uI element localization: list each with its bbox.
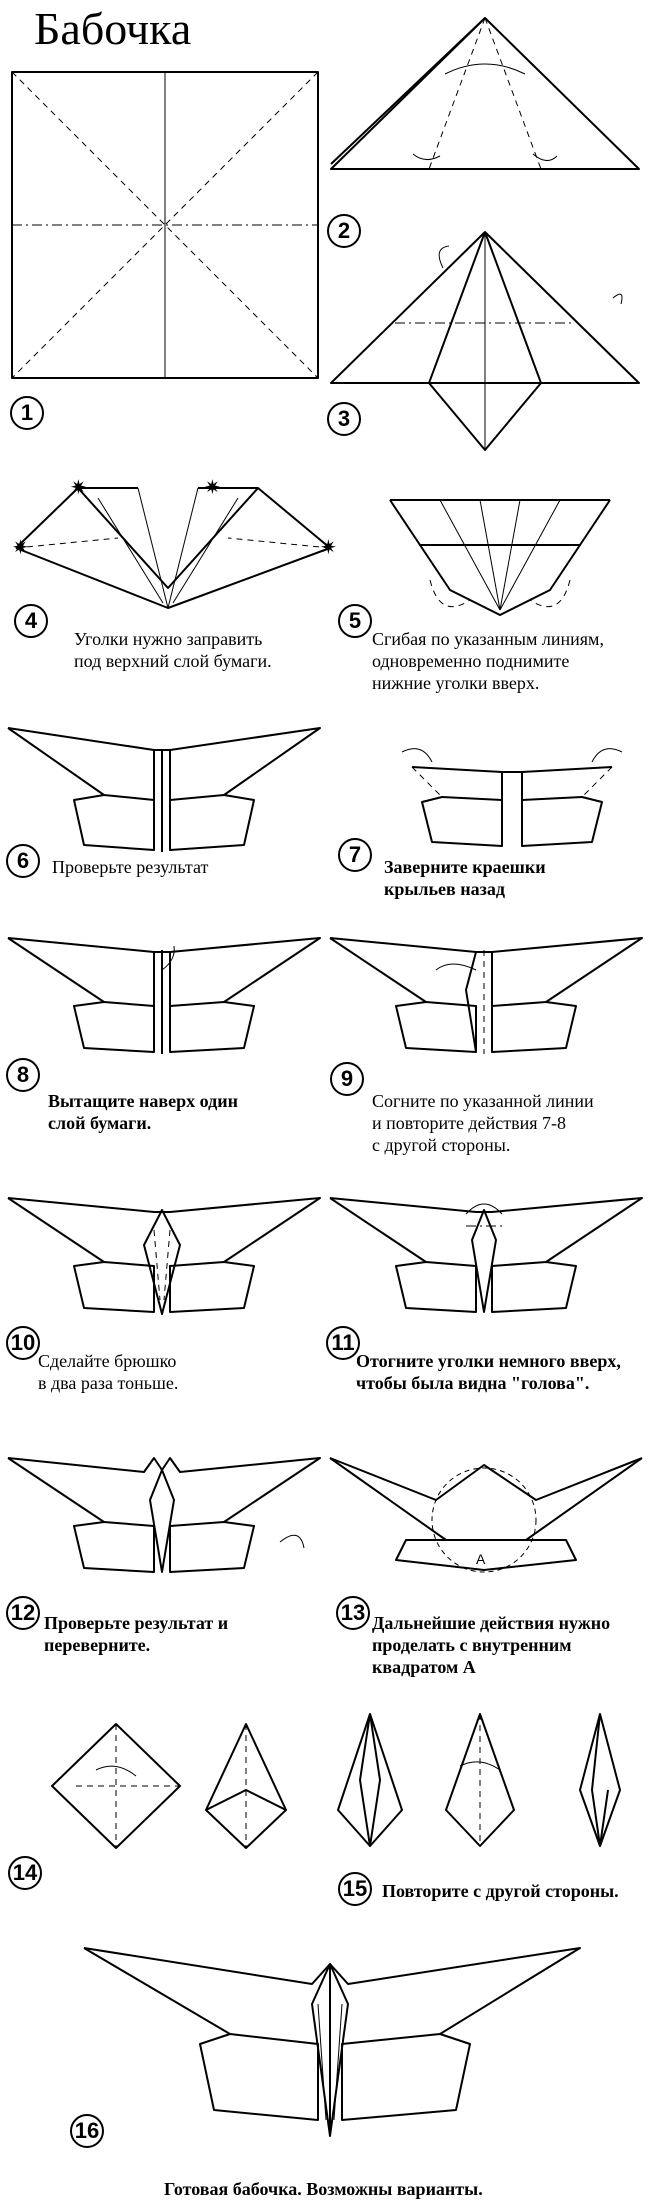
step-13-butterfly-back: A	[329, 1457, 643, 1573]
step-caption: Дальнейшие действия нужно проделать с вн…	[372, 1613, 611, 1677]
step-caption: Сделайте брюшко в два раза тоньше.	[38, 1351, 179, 1393]
step-3-kite-fold	[330, 231, 640, 451]
svg-text:✷: ✷	[320, 535, 337, 559]
step-16-final-butterfly	[83, 1947, 581, 2137]
svg-text:✷: ✷	[70, 475, 87, 499]
step-2-triangle	[330, 17, 640, 170]
svg-text:✷: ✷	[12, 535, 29, 559]
step-number: 13	[336, 1596, 370, 1630]
step-number: 2	[327, 214, 361, 248]
step-5-fold	[389, 499, 611, 616]
step-7-butterfly	[401, 748, 623, 847]
step-caption: Вытащите наверх один слой бумаги.	[48, 1091, 238, 1133]
step-caption: Уголки нужно заправить под верхний слой …	[74, 629, 272, 671]
step-caption: Отогните уголки немного вверх, чтобы был…	[356, 1351, 621, 1393]
step-number: 7	[338, 838, 372, 872]
step-number: 15	[338, 1872, 372, 1906]
step-11-butterfly	[329, 1197, 643, 1313]
step-caption: Проверьте результат и переверните.	[44, 1613, 229, 1655]
step-number: 10	[6, 1326, 40, 1360]
step-6-butterfly	[7, 727, 321, 852]
step-caption: Проверьте результат	[52, 857, 209, 877]
step-10-butterfly	[7, 1197, 321, 1315]
step-number: 3	[327, 402, 361, 436]
label-a: A	[476, 1551, 486, 1567]
step-number: 9	[330, 1062, 364, 1096]
step-number: 4	[14, 604, 48, 638]
step-caption: Согните по указанной линии и повторите д…	[372, 1091, 594, 1155]
step-caption: Готовая бабочка. Возможны варианты.	[164, 2179, 483, 2199]
step-8-butterfly	[7, 937, 321, 1054]
step-number: 16	[70, 2114, 104, 2148]
step-number: 8	[6, 1058, 40, 1092]
step-15-square-fold	[337, 1713, 621, 1847]
step-12-butterfly	[7, 1457, 321, 1573]
page-title: Бабочка	[34, 3, 192, 54]
step-number: 12	[6, 1596, 40, 1630]
step-number: 14	[8, 1856, 42, 1890]
step-caption: Повторите с другой стороны.	[382, 1881, 619, 1901]
step-1-square	[11, 71, 319, 379]
step-9-butterfly	[329, 937, 643, 1054]
step-number: 6	[6, 844, 40, 878]
step-caption: Заверните краешки крыльев назад	[384, 857, 546, 899]
svg-text:✷: ✷	[204, 475, 221, 499]
step-4-fold: ✷ ✷ ✷ ✷	[12, 475, 337, 609]
step-number: 11	[326, 1326, 360, 1360]
step-14-square-fold	[51, 1723, 287, 1849]
step-number: 5	[338, 604, 372, 638]
step-number: 1	[10, 396, 44, 430]
step-caption: Сгибая по указанным линиям, одновременно…	[372, 629, 604, 693]
